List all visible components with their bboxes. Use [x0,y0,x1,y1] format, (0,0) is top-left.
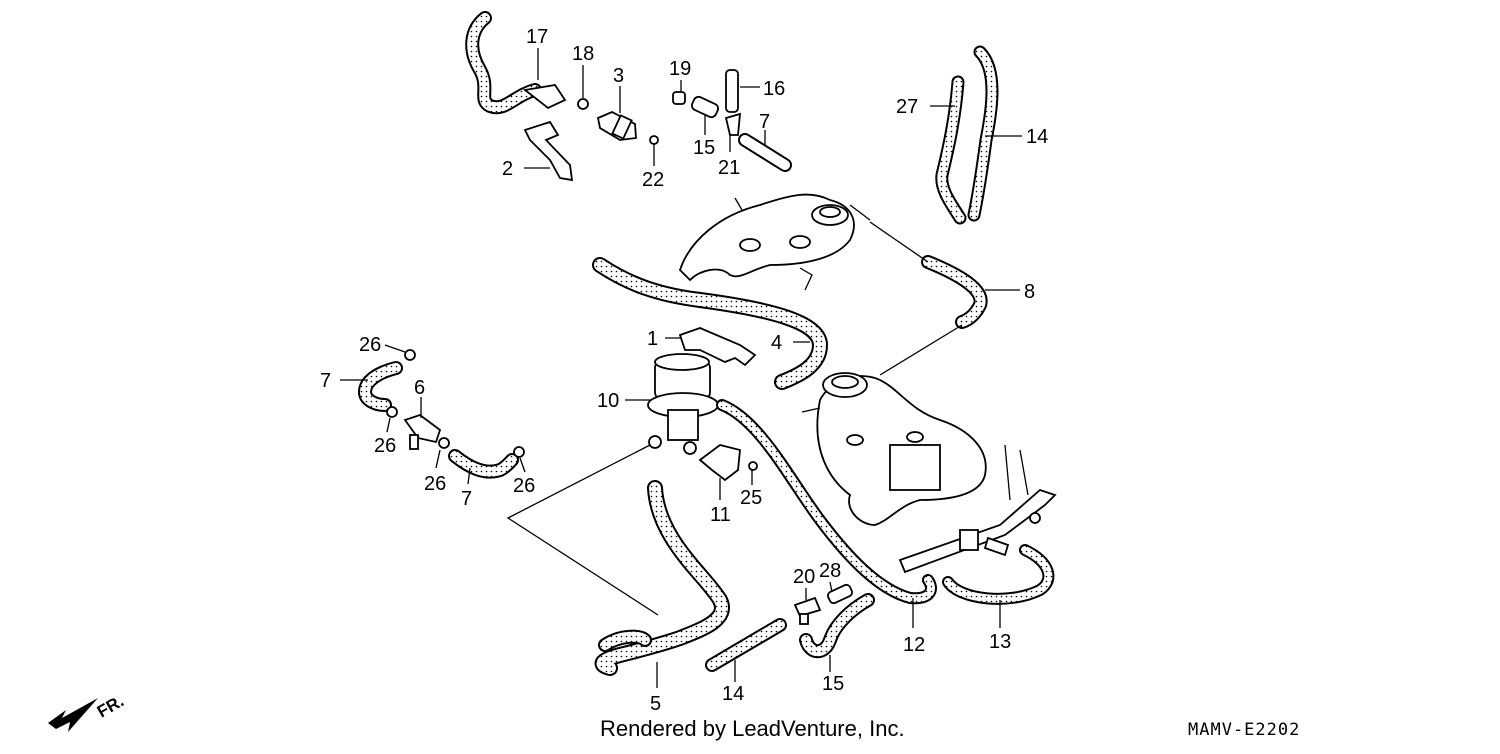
clip-26-c [438,437,450,449]
air-valve-10 [647,353,719,455]
callout-20: 18 [572,43,594,65]
callout-8: 8 [1024,281,1035,303]
callout-23: 21 [718,157,740,179]
small-parts-17-18-21-23-9 [672,69,792,172]
bracket-2 [523,120,574,182]
callout-26-b: 26 [374,435,396,457]
callout-26-d: 26 [513,475,535,497]
tube-28 [827,583,853,605]
intake-manifold-upper [678,193,871,291]
callout-5: 5 [650,693,661,715]
hose-19 [465,11,567,115]
callout-6: 6 [414,377,425,399]
clip-24 [649,135,659,145]
front-arrow-icon [48,698,98,732]
hose-7-lower [448,449,519,479]
callout-25: 25 [740,487,762,509]
front-marker-label: FR. [94,691,127,721]
front-direction-marker: FR. [48,691,127,732]
callout-26-a: 26 [359,334,381,356]
callout-4: 4 [771,332,782,354]
callout-17: 15 [693,137,715,159]
bracket-11 [698,444,741,482]
clip-26-d [513,446,525,458]
callout-labels: 17 18 3 19 16 7 15 21 22 2 27 14 8 1 4 1… [320,26,1048,715]
hose-27 [935,75,967,225]
callout-19: 17 [526,26,548,48]
callout-11: 11 [710,504,731,526]
hose-16 [967,45,999,222]
callout-15: 15 [822,673,844,695]
hose-15 [799,593,875,659]
callout-12: 12 [903,634,925,656]
leader-lines [340,48,1022,688]
bolt-25 [748,461,758,471]
callout-10: 10 [597,390,619,412]
callout-7-upper: 7 [320,370,331,392]
callout-26-c: 26 [424,473,446,495]
callout-9: 7 [759,111,770,133]
intake-manifold-lower [801,372,987,526]
pipe-assembly [898,444,1057,574]
clip-20 [577,98,589,110]
hose-8 [869,221,988,376]
hose-12 [716,399,937,605]
diagram-code: MAMV-E2202 [1188,720,1301,740]
callout-2: 2 [502,158,513,180]
hose-13 [942,544,1055,605]
callout-24: 22 [642,169,664,191]
callout-3: 3 [613,65,624,87]
hose-14 [705,618,787,672]
callout-27: 27 [896,96,918,118]
callout-7-lower: 7 [461,488,472,510]
callout-28: 28 [819,560,841,582]
callout-13: 13 [989,631,1011,653]
clip-26-a [404,349,416,361]
clip-26-b [386,406,398,418]
callout-18: 16 [763,78,785,100]
hose-7-upper [357,361,403,412]
hose-5 [594,480,730,676]
callout-14: 14 [722,683,744,705]
bracket-1 [678,327,757,367]
callout-21: 19 [669,58,691,80]
check-valve-3 [596,111,637,141]
callout-1: 1 [647,328,658,350]
callout-16: 14 [1026,126,1048,148]
valve-22 [793,596,822,625]
valve-6 [403,413,442,450]
guide-line-10-5 [506,444,659,616]
hose-4 [592,257,829,390]
callout-22: 20 [793,566,815,588]
render-credit: Rendered by LeadVenture, Inc. [600,716,905,741]
